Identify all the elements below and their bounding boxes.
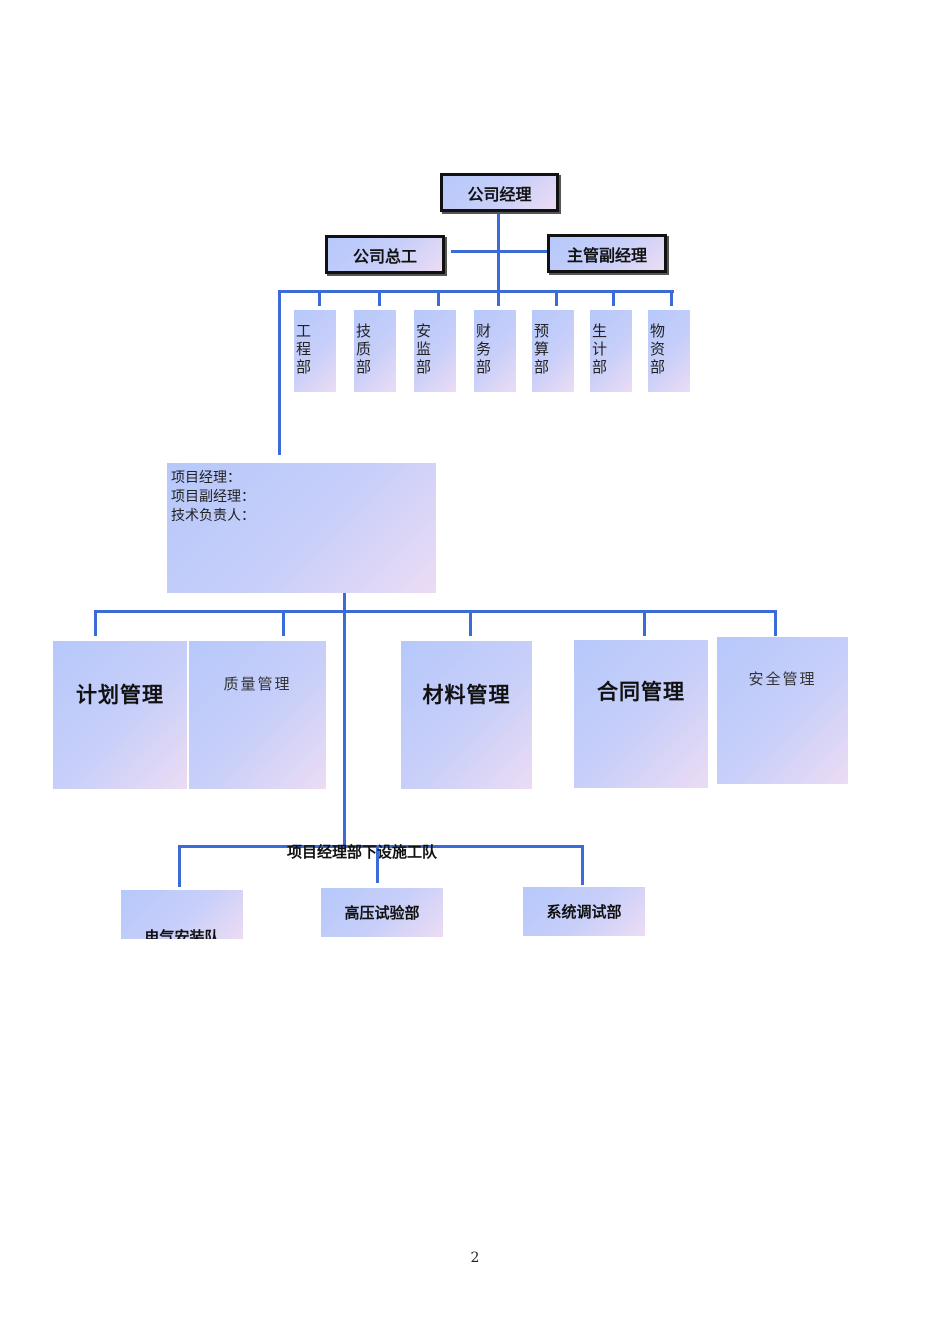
page-number: 2 (470, 1250, 480, 1266)
deputy-manager-box: 主管副经理 (547, 234, 667, 273)
connector-line (178, 845, 584, 848)
company-manager-label: 公司经理 (467, 184, 532, 204)
quality-management-label: 质量管理 (223, 675, 292, 693)
connector-line (376, 845, 379, 883)
electrical-installation-team-label: 电气安装队 (144, 928, 220, 939)
contract-management-label: 合同管理 (597, 680, 685, 704)
plan-management-label: 计划管理 (76, 683, 164, 707)
department-finance: 财 务 部 (474, 310, 516, 392)
hv-test-team-label: 高压试验部 (344, 904, 420, 922)
safety-management-box: 安全管理 (717, 637, 848, 784)
electrical-installation-team-box: 电气安装队 (121, 890, 243, 939)
company-manager-box: 公司经理 (440, 173, 559, 212)
connector-line (612, 290, 615, 306)
department-budget: 预 算 部 (532, 310, 574, 392)
contract-management-box: 合同管理 (574, 640, 708, 788)
project-deputy-manager-label: 项目副经理： (171, 489, 255, 505)
hv-test-team-box: 高压试验部 (321, 888, 443, 937)
connector-line (451, 250, 547, 253)
connector-line (670, 290, 673, 306)
department-materials: 物 资 部 (648, 310, 690, 392)
connector-line (282, 610, 285, 636)
technical-lead-label: 技术负责人： (171, 508, 255, 524)
deputy-manager-label: 主管副经理 (566, 245, 647, 265)
department-safety-supervision: 安 监 部 (414, 310, 456, 392)
connector-line (581, 845, 584, 885)
chief-engineer-box: 公司总工 (325, 235, 445, 274)
department-engineering: 工 程 部 (294, 310, 336, 392)
chief-engineer-label: 公司总工 (352, 246, 417, 266)
system-commissioning-team-box: 系统调试部 (523, 887, 645, 936)
project-office-box: 项目经理： 项目副经理： 技术负责人： (167, 463, 436, 593)
material-management-label: 材料管理 (422, 683, 511, 707)
department-production-planning: 生 计 部 (590, 310, 632, 392)
connector-line (437, 290, 440, 306)
connector-line (94, 610, 97, 636)
connector-line (278, 290, 281, 455)
quality-management-box: 质量管理 (189, 641, 326, 789)
connector-line (318, 290, 321, 306)
department-tech-quality: 技 质 部 (354, 310, 396, 392)
construction-teams-caption: 项目经理部下设施工队 (287, 843, 438, 861)
plan-management-box: 计划管理 (53, 641, 187, 789)
system-commissioning-team-label: 系统调试部 (546, 903, 622, 921)
connector-line (774, 610, 777, 636)
project-manager-label: 项目经理： (171, 470, 241, 486)
connector-line (178, 845, 181, 887)
connector-line (497, 290, 500, 306)
connector-line (343, 590, 346, 848)
connector-line (378, 290, 381, 306)
connector-line (643, 610, 646, 636)
connector-line (555, 290, 558, 306)
material-management-box: 材料管理 (401, 641, 532, 789)
safety-management-label: 安全管理 (748, 670, 817, 688)
connector-line (94, 610, 777, 613)
connector-line (278, 290, 674, 293)
connector-line (469, 610, 472, 636)
